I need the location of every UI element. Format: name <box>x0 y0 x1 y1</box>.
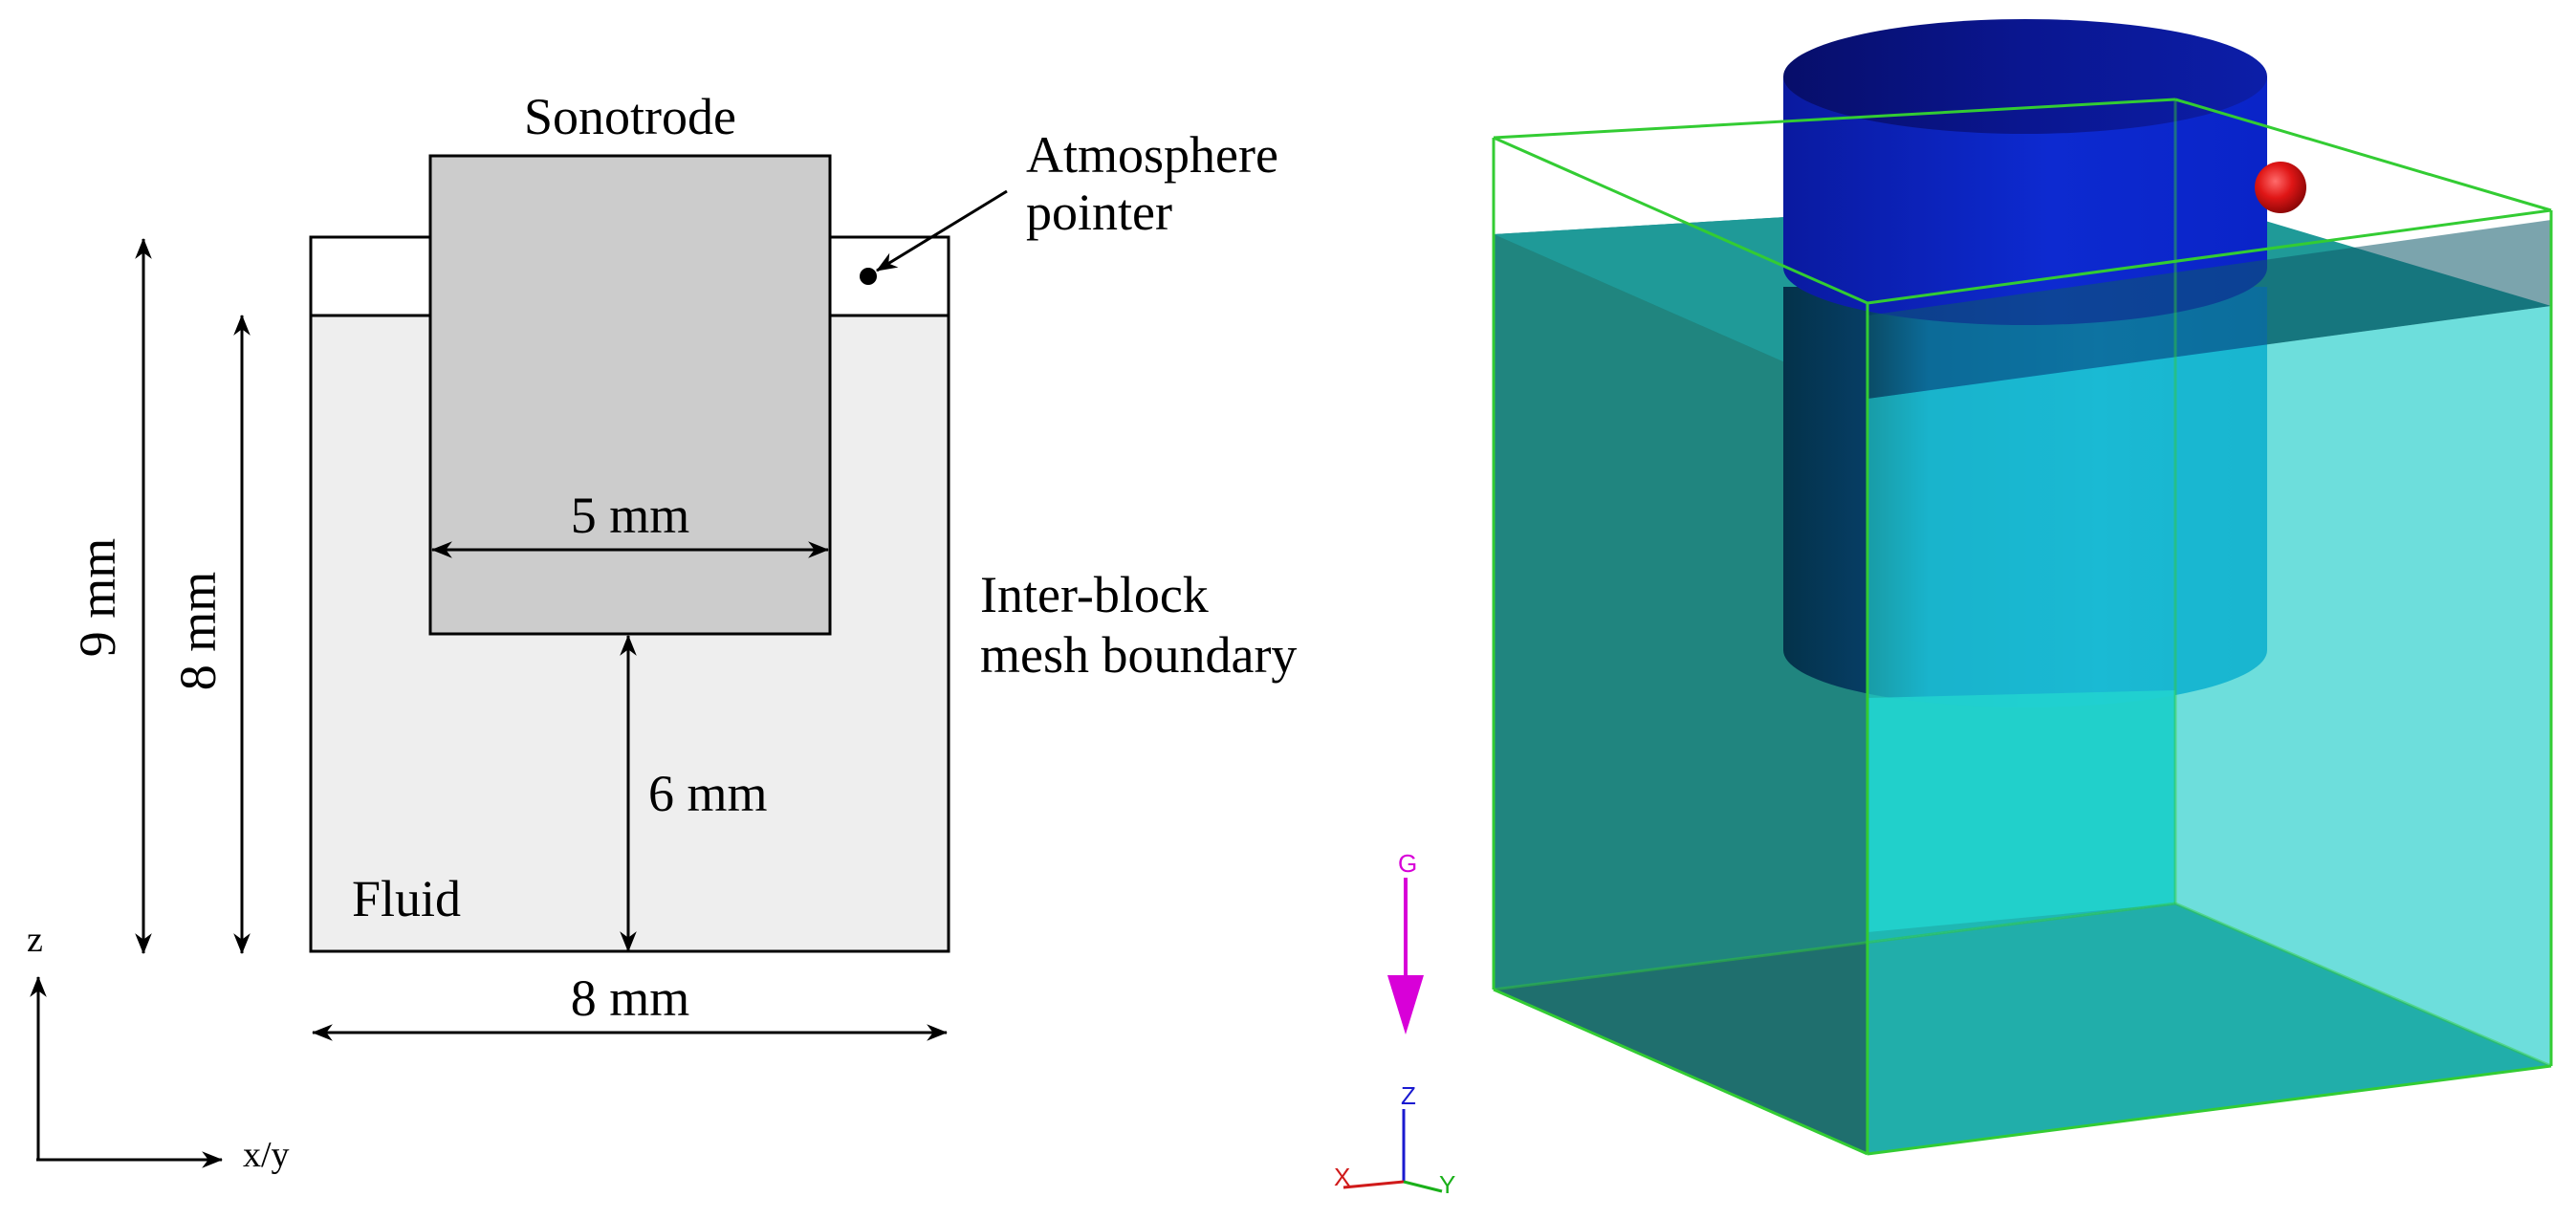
dim-sonotrode-width-label: 5 mm <box>571 487 690 544</box>
triad-z-label: Z <box>1401 1081 1416 1110</box>
gravity-arrow-head <box>1387 975 1424 1034</box>
xy-axis-label: x/y <box>243 1135 290 1175</box>
atmosphere-sphere <box>2255 162 2306 213</box>
triad-y-label: Y <box>1439 1170 1455 1199</box>
schematic-axes: z x/y <box>27 920 290 1175</box>
interblock-label-line2: mesh boundary <box>980 626 1297 684</box>
sonotrode-label: Sonotrode <box>524 88 736 145</box>
gravity-label: G <box>1398 849 1417 878</box>
fluid-label: Fluid <box>352 870 461 927</box>
atmosphere-label-line2: pointer <box>1026 184 1172 241</box>
axis-triad: Z X Y <box>1334 1081 1455 1199</box>
triad-y-axis <box>1403 1180 1443 1193</box>
atmosphere-pointer-dot <box>860 268 877 285</box>
sonotrode <box>428 154 832 636</box>
triad-x-axis <box>1343 1180 1405 1189</box>
atmosphere-label-line1: Atmosphere <box>1026 126 1278 184</box>
atmosphere-pointer-arrow <box>876 189 1008 272</box>
z-axis-label: z <box>27 920 43 960</box>
interblock-label-line1: Inter-block <box>980 566 1209 623</box>
fluid-left-face <box>1494 234 1867 1154</box>
dim-domain-width-label: 8 mm <box>571 969 690 1027</box>
cylinder-upper-body <box>1783 76 2267 325</box>
render-3d-panel: G Z X Y <box>1334 19 2553 1199</box>
fluid-surface-band <box>1867 220 2551 399</box>
gravity-indicator: G <box>1387 849 1424 1034</box>
fluid-front-face-tint <box>1867 306 2551 1154</box>
domain-wireframe <box>1492 98 2553 1156</box>
dim-total-height-label: 9 mm <box>69 538 126 658</box>
cylinder-top-face <box>1783 19 2267 134</box>
fluid-front-face <box>1867 306 2551 1154</box>
dim-gap-label: 6 mm <box>648 765 768 822</box>
dim-fluid-height-label: 8 mm <box>169 572 227 691</box>
schematic-panel: Sonotrode Atmosphere pointer Inter-block… <box>27 88 1297 1175</box>
triad-x-label: X <box>1334 1163 1350 1191</box>
